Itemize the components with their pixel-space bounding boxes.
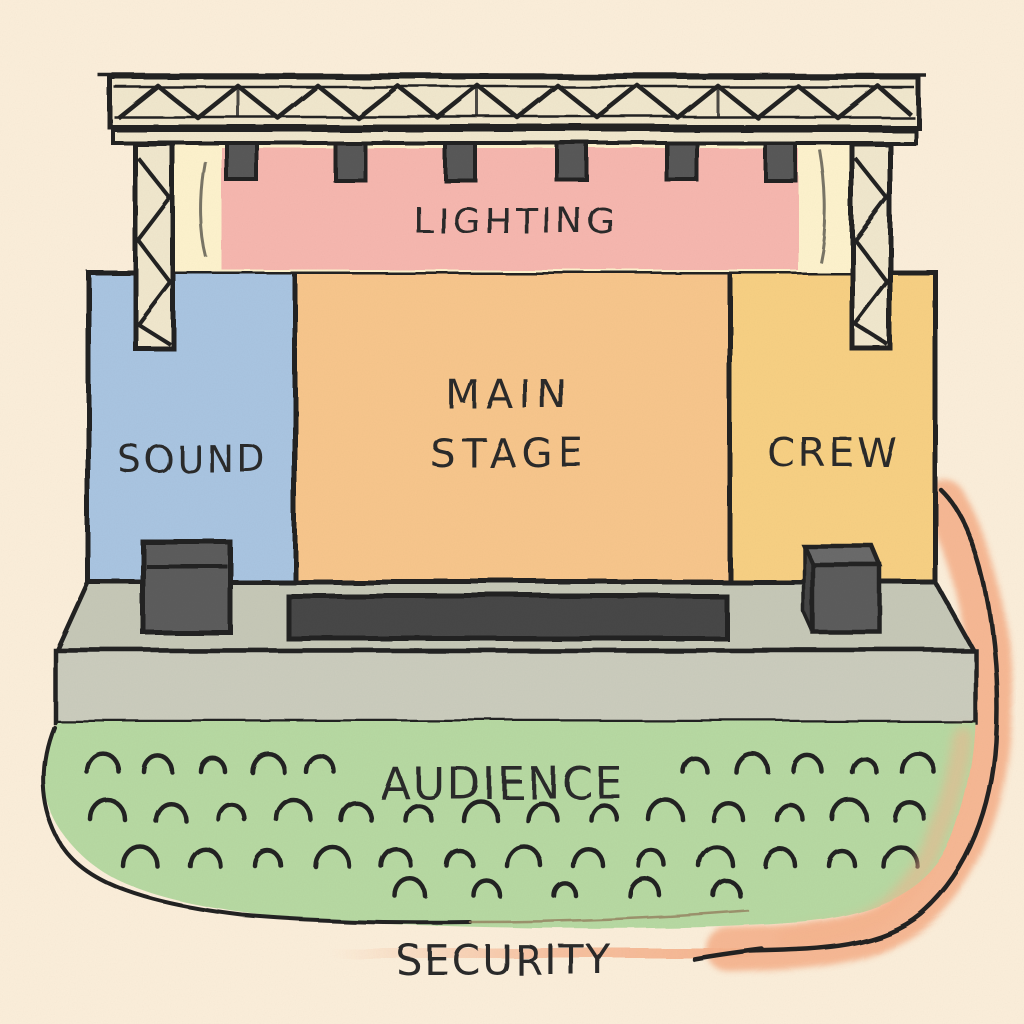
stage-diagram-svg: LIGHTING SOUND MAIN STAGE CREW AUDIENCE … [0, 0, 1024, 1024]
stage-layout-illustration: LIGHTING SOUND MAIN STAGE CREW AUDIENCE … [0, 0, 1024, 1024]
paper-grain-overlay [0, 0, 1024, 1024]
